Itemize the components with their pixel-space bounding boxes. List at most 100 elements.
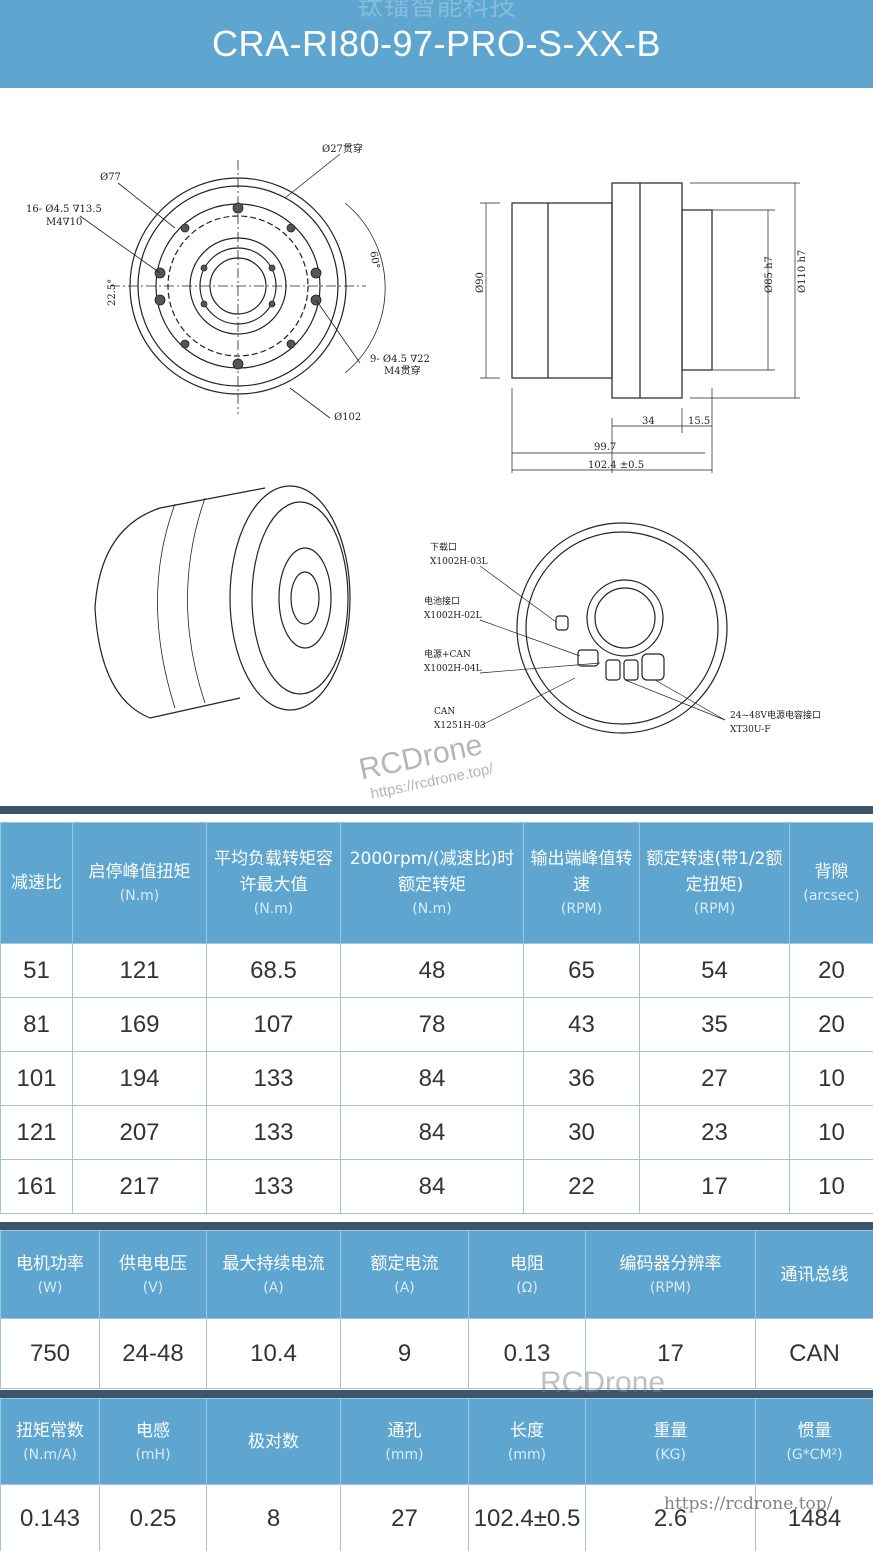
column-header-label: 启停峰值扭矩 bbox=[88, 862, 191, 882]
drawing-svg: Ø27贯穿 Ø77 16- Ø4.5 ∇13.5 M4∇10 22.5° 60°… bbox=[26, 142, 821, 735]
label-d27: Ø27贯穿 bbox=[322, 142, 363, 155]
column-header-unit: (V) bbox=[142, 1279, 164, 1296]
motor-specs-table: 电机功率(W)供电电压(V)最大持续电流(A)额定电流(A)电阻(Ω)编码器分辨… bbox=[0, 1230, 873, 1389]
table-cell: 84 bbox=[340, 1051, 524, 1106]
header-watermark: 钛镭智能科技 bbox=[356, 0, 516, 22]
column-header-label: 额定转速(带1/2额定扭矩) bbox=[646, 849, 783, 895]
label-d110: Ø110 h7 bbox=[797, 250, 808, 293]
column-header: 惯量 (G*CM²) bbox=[755, 1398, 873, 1485]
column-header-unit: (RPM) bbox=[649, 1279, 692, 1296]
column-header-label: 输出端峰值转速 bbox=[530, 849, 633, 895]
connector-3-part: X1002H-04L bbox=[424, 664, 482, 674]
table-cell: 10 bbox=[789, 1159, 873, 1214]
table-cell: 68.5 bbox=[206, 943, 341, 998]
physical-specs-table: 扭矩常数(N.m/A)电感(mH)极对数通孔(mm)长度(mm)重量(KG)惯量… bbox=[0, 1398, 873, 1551]
table-cell: 121 bbox=[72, 943, 207, 998]
table-cell: 101 bbox=[0, 1051, 73, 1106]
table-cell: 0.13 bbox=[468, 1318, 586, 1389]
column-header: 重量(KG) bbox=[585, 1398, 756, 1485]
column-header-unit: (N.m) bbox=[253, 901, 294, 917]
table-cell: 84 bbox=[340, 1105, 524, 1160]
table-cell: 102.4±0.5 bbox=[468, 1484, 586, 1551]
page-title: CRA-RI80-97-PRO-S-XX-B bbox=[211, 23, 662, 64]
table-cell: 207 bbox=[72, 1105, 207, 1160]
table-cell: 0.25 bbox=[99, 1484, 207, 1551]
section-divider bbox=[0, 806, 873, 814]
table-cell: 48 bbox=[340, 943, 524, 998]
isometric-view bbox=[94, 485, 351, 719]
connector-5-part: XT30U-F bbox=[730, 725, 771, 735]
column-header: 电感(mH) bbox=[99, 1398, 207, 1485]
column-header-label: 电机功率 bbox=[16, 1253, 84, 1274]
column-header-unit: (A) bbox=[263, 1279, 284, 1296]
table-cell: 54 bbox=[639, 943, 790, 998]
table-cell: 35 bbox=[639, 997, 790, 1052]
column-header-label: 惯量 bbox=[797, 1420, 832, 1441]
column-header: 通讯总线 bbox=[755, 1230, 873, 1319]
column-header: 启停峰值扭矩(N.m) bbox=[72, 822, 207, 944]
label-holes16: 16- Ø4.5 ∇13.5 bbox=[26, 204, 102, 215]
table-cell: 8 bbox=[206, 1484, 341, 1551]
side-view bbox=[480, 182, 800, 473]
label-d90: Ø90 bbox=[475, 272, 486, 293]
table-cell: 51 bbox=[0, 943, 73, 998]
table-cell: 17 bbox=[639, 1159, 790, 1214]
column-header: 通孔(mm) bbox=[340, 1398, 469, 1485]
column-header-unit: (N.m/A) bbox=[23, 1446, 77, 1463]
label-d77: Ø77 bbox=[100, 172, 121, 183]
table-cell: 36 bbox=[523, 1051, 640, 1106]
table-cell: 65 bbox=[523, 943, 640, 998]
column-header-unit: (N.m) bbox=[412, 901, 452, 917]
table-cell: 81 bbox=[0, 997, 73, 1052]
table-cell: 217 bbox=[72, 1159, 207, 1214]
connector-4-part: X1251H-03 bbox=[434, 721, 486, 731]
column-header-label: 供电电压 bbox=[119, 1253, 187, 1274]
watermark-brand-bottom: RCDrone bbox=[540, 1366, 666, 1399]
column-header: 长度(mm) bbox=[468, 1398, 586, 1485]
column-header-label: 扭矩常数 bbox=[16, 1420, 84, 1441]
column-header-unit: (Ω) bbox=[516, 1279, 538, 1296]
column-header: 平均负载转矩容许最大值(N.m) bbox=[206, 822, 341, 944]
column-header-label: 编码器分辨率 bbox=[619, 1253, 722, 1274]
column-header-unit: (G*CM²) bbox=[786, 1446, 843, 1463]
column-header: 扭矩常数 (N.m/A) bbox=[0, 1398, 100, 1485]
connector-1-name: 下载口 bbox=[430, 541, 457, 553]
table-cell: 20 bbox=[789, 997, 873, 1052]
column-header-label: 长度 bbox=[510, 1420, 544, 1441]
column-header-label: 通孔 bbox=[387, 1420, 422, 1441]
column-header-label: 极对数 bbox=[248, 1431, 299, 1452]
label-m4-10: M4∇10 bbox=[46, 217, 82, 228]
table-cell: 169 bbox=[72, 997, 207, 1052]
technical-drawing: Ø27贯穿 Ø77 16- Ø4.5 ∇13.5 M4∇10 22.5° 60°… bbox=[0, 88, 873, 805]
label-d85: Ø85 h7 bbox=[764, 256, 775, 293]
column-header: 额定转速(带1/2额定扭矩)(RPM) bbox=[639, 822, 790, 944]
label-dim1024: 102.4 ±0.5 bbox=[588, 460, 644, 471]
table-cell: 194 bbox=[72, 1051, 207, 1106]
table-cell: 24-48 bbox=[99, 1318, 207, 1389]
label-d102: Ø102 bbox=[334, 412, 361, 423]
column-header: 电阻(Ω) bbox=[468, 1230, 586, 1319]
label-dim34: 34 bbox=[642, 416, 655, 427]
table-cell: 10 bbox=[789, 1105, 873, 1160]
column-header-unit: (RPM) bbox=[560, 901, 603, 917]
table-header-row: 电机功率(W)供电电压(V)最大持续电流(A)额定电流(A)电阻(Ω)编码器分辨… bbox=[0, 1230, 873, 1319]
table-cell: 23 bbox=[639, 1105, 790, 1160]
table-cell: 2.6 bbox=[585, 1484, 756, 1551]
table-cell: 17 bbox=[585, 1318, 756, 1389]
reduction-specs-table: 减速比启停峰值扭矩(N.m)平均负载转矩容许最大值(N.m)2000rpm/(减… bbox=[0, 822, 873, 1214]
table-header-row: 扭矩常数(N.m/A)电感(mH)极对数通孔(mm)长度(mm)重量(KG)惯量… bbox=[0, 1398, 873, 1485]
label-dim155: 15.5 bbox=[688, 416, 710, 427]
label-m4-thru: M4贯穿 bbox=[384, 364, 421, 377]
table-cell: 20 bbox=[789, 943, 873, 998]
label-holes9: 9- Ø4.5 ∇22 bbox=[370, 354, 430, 365]
table-cell: 10.4 bbox=[206, 1318, 341, 1389]
connector-2-name: 电池接口 bbox=[424, 595, 460, 607]
column-header: 2000rpm/(减速比)时额定转矩(N.m) bbox=[340, 822, 524, 944]
page-header: 钛镭智能科技 CRA-RI80-97-PRO-S-XX-B bbox=[0, 0, 873, 88]
table-cell: 750 bbox=[0, 1318, 100, 1389]
